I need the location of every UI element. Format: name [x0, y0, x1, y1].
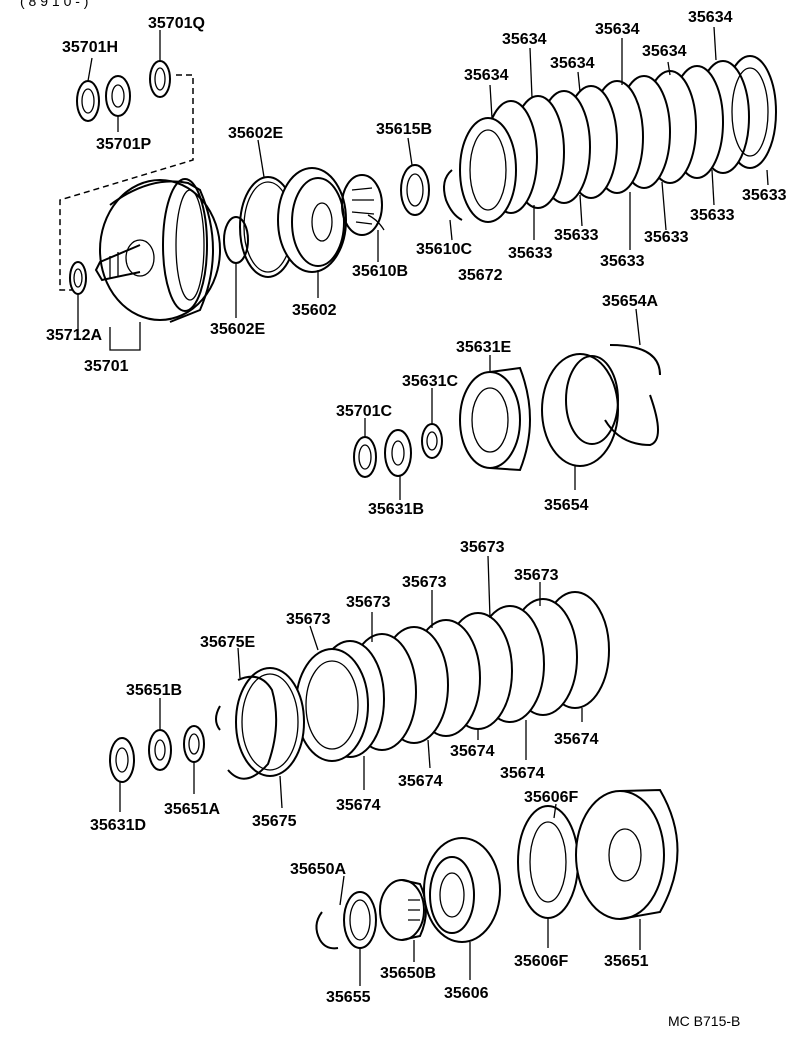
- clutch-pack-lower[interactable]: [295, 591, 610, 762]
- washer-35631c[interactable]: [421, 423, 443, 459]
- part-label[interactable]: 35650A: [290, 861, 346, 878]
- part-label[interactable]: 35631E: [456, 339, 511, 356]
- one-way-clutch-35650b[interactable]: [379, 879, 427, 941]
- part-label[interactable]: 35634: [464, 67, 509, 84]
- part-label[interactable]: 35651B: [126, 682, 182, 699]
- part-label[interactable]: 35631D: [90, 817, 146, 834]
- part-label[interactable]: 35633: [554, 227, 599, 244]
- thrust-bearing-35631b[interactable]: [384, 429, 412, 477]
- part-label[interactable]: 35634: [502, 31, 547, 48]
- clutch-pack-upper[interactable]: [459, 55, 777, 223]
- part-label[interactable]: 35602: [292, 302, 337, 319]
- drum-35654[interactable]: [541, 353, 619, 467]
- part-label[interactable]: 35673: [402, 574, 447, 591]
- part-label[interactable]: 35674: [500, 765, 545, 782]
- part-label[interactable]: 35615B: [376, 121, 432, 138]
- carrier-35606[interactable]: [423, 837, 501, 943]
- part-label[interactable]: 35634: [550, 55, 595, 72]
- hub-35631e[interactable]: [459, 366, 531, 472]
- part-label[interactable]: 35674: [450, 743, 495, 760]
- part-label[interactable]: 35654: [544, 497, 589, 514]
- part-label[interactable]: 35675: [252, 813, 297, 830]
- part-label[interactable]: 35650B: [380, 965, 436, 982]
- part-label[interactable]: 35701: [84, 358, 129, 375]
- snap-ring-35650a[interactable]: [315, 911, 339, 950]
- part-label[interactable]: 35674: [398, 773, 443, 790]
- part-label[interactable]: 35602E: [228, 125, 283, 142]
- part-label[interactable]: 35701P: [96, 136, 151, 153]
- part-label[interactable]: 35673: [460, 539, 505, 556]
- part-label[interactable]: 35675E: [200, 634, 255, 651]
- snap-ring-35610c[interactable]: [443, 169, 463, 221]
- part-label[interactable]: 35651: [604, 953, 649, 970]
- header-fragment: ( 8 9 1 0 - ): [20, 0, 88, 9]
- part-label[interactable]: 35634: [595, 21, 640, 38]
- washer-35701q[interactable]: [149, 60, 171, 98]
- part-label[interactable]: 35633: [690, 207, 735, 224]
- washer-35701p[interactable]: [105, 75, 131, 117]
- part-label[interactable]: 35672: [458, 267, 503, 284]
- part-label[interactable]: 35712A: [46, 327, 102, 344]
- leader-lines: [87, 26, 769, 986]
- part-label[interactable]: 35655: [326, 989, 371, 1006]
- part-label[interactable]: 35634: [642, 43, 687, 60]
- part-label[interactable]: 35631C: [402, 373, 458, 390]
- part-label[interactable]: 35654A: [602, 293, 658, 310]
- part-label[interactable]: 35606: [444, 985, 489, 1002]
- thrust-bearing-35651b[interactable]: [148, 729, 172, 771]
- drum-35651[interactable]: [575, 788, 679, 920]
- bearing-35701c[interactable]: [353, 436, 377, 478]
- leader-35701: [77, 294, 141, 351]
- part-label[interactable]: 35673: [286, 611, 331, 628]
- part-label[interactable]: 35633: [644, 229, 689, 246]
- part-label[interactable]: 35606F: [524, 789, 578, 806]
- part-label[interactable]: 35701Q: [148, 15, 205, 32]
- part-label[interactable]: 35633: [508, 245, 553, 262]
- bearing-35651a[interactable]: [183, 725, 205, 763]
- ring-35655[interactable]: [343, 891, 377, 949]
- part-label[interactable]: 35610B: [352, 263, 408, 280]
- diagram-code: MC B715-B: [668, 1013, 740, 1029]
- part-label[interactable]: 35606F: [514, 953, 568, 970]
- part-label[interactable]: 35610C: [416, 241, 472, 258]
- plate-35675[interactable]: [235, 667, 305, 777]
- part-label[interactable]: 35602E: [210, 321, 265, 338]
- piston-35602[interactable]: [277, 167, 347, 273]
- part-label[interactable]: 35651A: [164, 801, 220, 818]
- part-label[interactable]: 35673: [514, 567, 559, 584]
- assembly-dashed-line: [59, 74, 194, 291]
- part-label[interactable]: 35633: [600, 253, 645, 270]
- part-label[interactable]: 35633: [742, 187, 787, 204]
- small-bearing-35701h[interactable]: [76, 80, 100, 122]
- snap-ring-35615b[interactable]: [400, 164, 430, 216]
- snap-ring-35675e[interactable]: [215, 675, 278, 780]
- part-label[interactable]: 35701H: [62, 39, 118, 56]
- clutch-drum-35701[interactable]: [94, 178, 221, 323]
- part-label[interactable]: 35673: [346, 594, 391, 611]
- part-label[interactable]: 35674: [336, 797, 381, 814]
- part-label[interactable]: 35634: [688, 9, 733, 26]
- washer-35606f[interactable]: [517, 805, 579, 919]
- part-label[interactable]: 35701C: [336, 403, 392, 420]
- part-labels: 35701H 35701Q 35701P 35602E 35615B 35634…: [46, 9, 787, 1006]
- part-label[interactable]: 35674: [554, 731, 599, 748]
- snap-ring-35654a[interactable]: [604, 344, 661, 447]
- washer-35631d[interactable]: [109, 737, 135, 783]
- bearing-35712a[interactable]: [69, 261, 87, 295]
- spring-retainer-35610b[interactable]: [341, 174, 385, 236]
- part-label[interactable]: 35631B: [368, 501, 424, 518]
